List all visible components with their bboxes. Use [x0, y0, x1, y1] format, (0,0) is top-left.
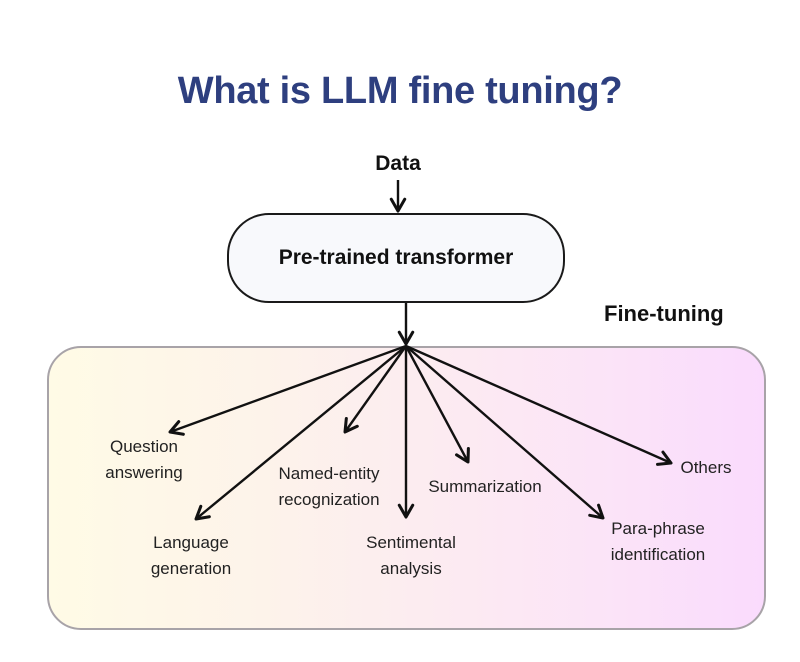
task-label-line1: Others	[680, 458, 732, 477]
fine-tuning-panel	[47, 346, 766, 630]
task-label-line1: Question	[109, 437, 179, 456]
data-input-label: Data	[375, 152, 421, 175]
task-named-entity-recognization: Named-entity recognization	[268, 461, 390, 513]
task-label-line1: Para-phrase	[611, 519, 705, 538]
pretrained-transformer-label: Pre-trained transformer	[278, 246, 514, 269]
task-label-line2: identification	[610, 545, 706, 564]
task-others: Others	[672, 455, 740, 481]
task-summarization: Summarization	[418, 474, 552, 500]
task-sentimental-analysis: Sentimental analysis	[352, 530, 470, 582]
task-label-line1: Sentimental	[366, 533, 456, 552]
task-language-generation: Language generation	[136, 530, 246, 582]
task-label-line1: Language	[153, 533, 229, 552]
fine-tuning-label: Fine-tuning	[604, 301, 724, 326]
page-title: What is LLM fine tuning?	[177, 70, 623, 112]
task-label-line2: recognization	[278, 490, 380, 509]
task-question-answering: Question answering	[96, 434, 192, 486]
pretrained-transformer-node: Pre-trained transformer	[227, 213, 565, 303]
task-label-line2: generation	[150, 559, 232, 578]
task-label-line2: analysis	[380, 559, 442, 578]
task-label-line1: Named-entity	[278, 464, 380, 483]
task-label-line2: answering	[105, 463, 183, 482]
task-label-line1: Summarization	[428, 477, 542, 496]
task-para-phrase-identification: Para-phrase identification	[598, 516, 718, 568]
